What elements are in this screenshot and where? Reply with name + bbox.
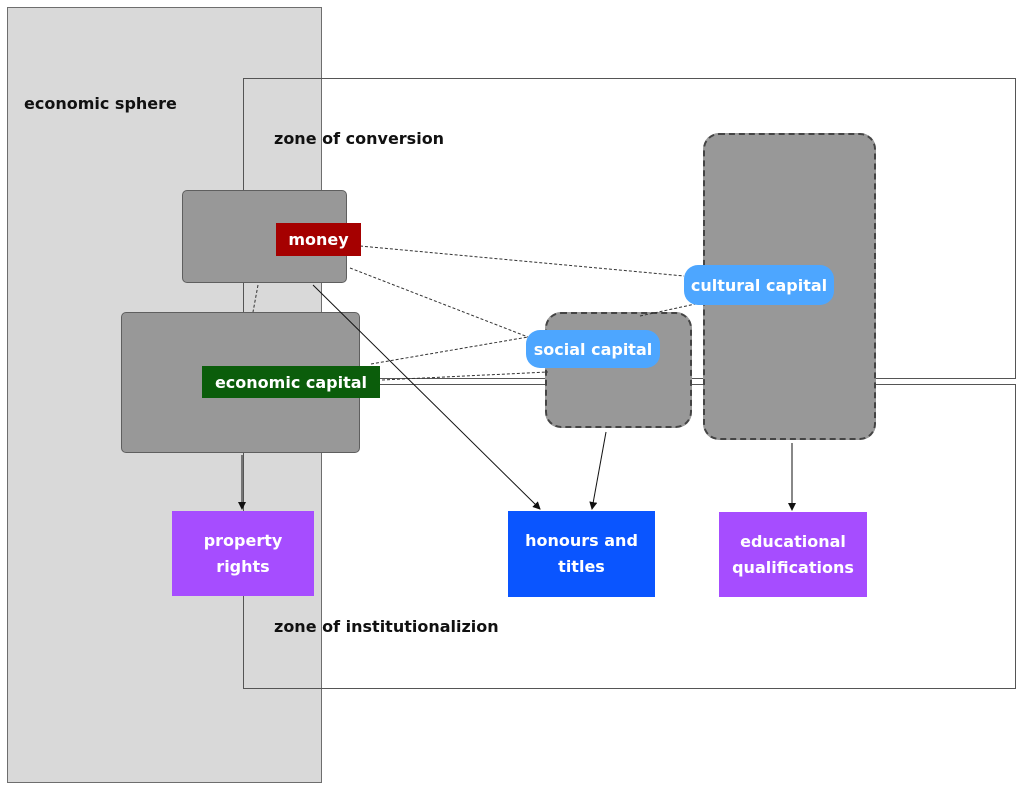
social-capital-text: social capital	[533, 339, 653, 359]
educational-qualifications-line2: qualifications	[732, 557, 854, 577]
educational-qualifications-box: educational qualifications	[719, 512, 867, 597]
economic-capital-label: economic capital	[202, 366, 380, 398]
social-capital-label: social capital	[526, 330, 660, 368]
honours-titles-line2: titles	[558, 557, 605, 576]
money-label: money	[276, 223, 361, 256]
property-rights-line1: property	[203, 530, 283, 550]
educational-qualifications-line1: educational	[740, 531, 846, 551]
cultural-capital-text: cultural capital	[690, 275, 828, 295]
economic-capital-text: economic capital	[214, 372, 368, 392]
property-rights-line2: rights	[216, 556, 270, 576]
zone-of-institutionalization-label: zone of institutionalizion	[274, 617, 499, 636]
property-rights-box: property rights	[172, 511, 314, 596]
economic-sphere-label: economic sphere	[24, 94, 177, 113]
cultural-capital-label: cultural capital	[684, 265, 834, 305]
zone-of-conversion-label: zone of conversion	[274, 129, 445, 148]
honours-titles-line1: honours and	[525, 531, 638, 550]
money-text: money	[288, 230, 349, 249]
honours-titles-box: honours and titles	[508, 511, 655, 597]
